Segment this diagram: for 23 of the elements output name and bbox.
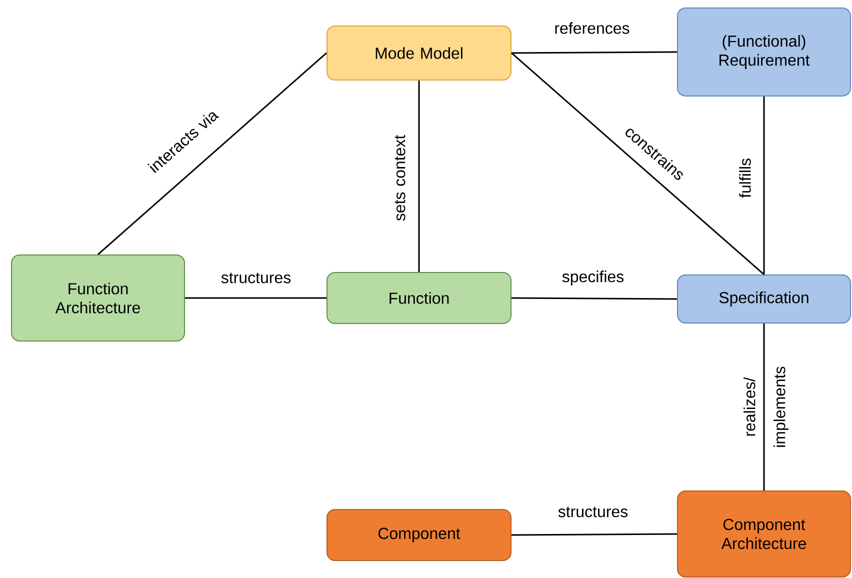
process-box: Mode Model bbox=[326, 26, 512, 80]
edge-label: specifies bbox=[562, 270, 624, 286]
connector-line bbox=[98, 52, 327, 256]
connector-line bbox=[763, 96, 765, 274]
connector-line bbox=[418, 80, 420, 272]
edge-label: structures bbox=[558, 506, 628, 518]
connector-line bbox=[512, 297, 677, 300]
connector-line bbox=[512, 51, 677, 54]
process-box: (Functional) Requirement bbox=[677, 8, 851, 96]
edge-label: fulfills bbox=[739, 158, 751, 198]
process-box: Component bbox=[326, 509, 512, 561]
process-box: Function Architecture bbox=[11, 254, 185, 342]
connector-line bbox=[185, 297, 326, 299]
connector-line bbox=[763, 324, 765, 490]
edge-label: sets context bbox=[394, 135, 406, 221]
connector-line bbox=[512, 533, 677, 536]
process-box: Component Architecture bbox=[677, 490, 851, 578]
edge-label: structures bbox=[221, 272, 291, 284]
edge-label: realizes/ implements bbox=[744, 366, 788, 447]
edge-label: references bbox=[555, 22, 630, 34]
connector-line bbox=[511, 52, 764, 276]
process-box: Function bbox=[326, 272, 512, 324]
process-box: Specification bbox=[677, 274, 851, 324]
